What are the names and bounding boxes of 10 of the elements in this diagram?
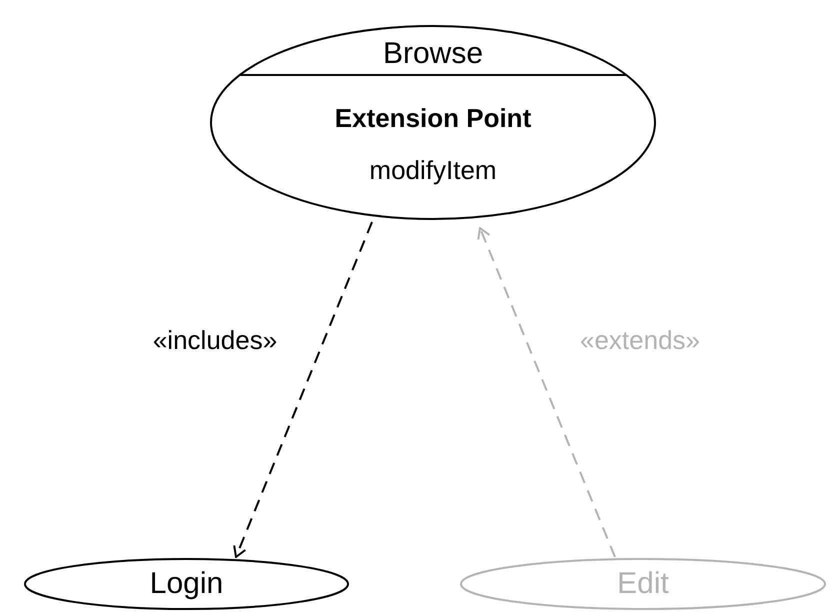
use-case-ellipse	[24, 558, 349, 610]
use-case-name: Login	[150, 569, 224, 599]
use-case-ellipse	[210, 25, 656, 220]
use-case-name: Edit	[617, 569, 669, 599]
use-case-ellipse	[460, 558, 826, 610]
dashed-arrow	[233, 222, 373, 558]
extension-point-name: modifyItem	[369, 157, 497, 183]
section-heading: Extension Point	[334, 105, 532, 131]
use-case-name: Browse	[382, 39, 484, 69]
dashed-arrow	[477, 227, 616, 558]
